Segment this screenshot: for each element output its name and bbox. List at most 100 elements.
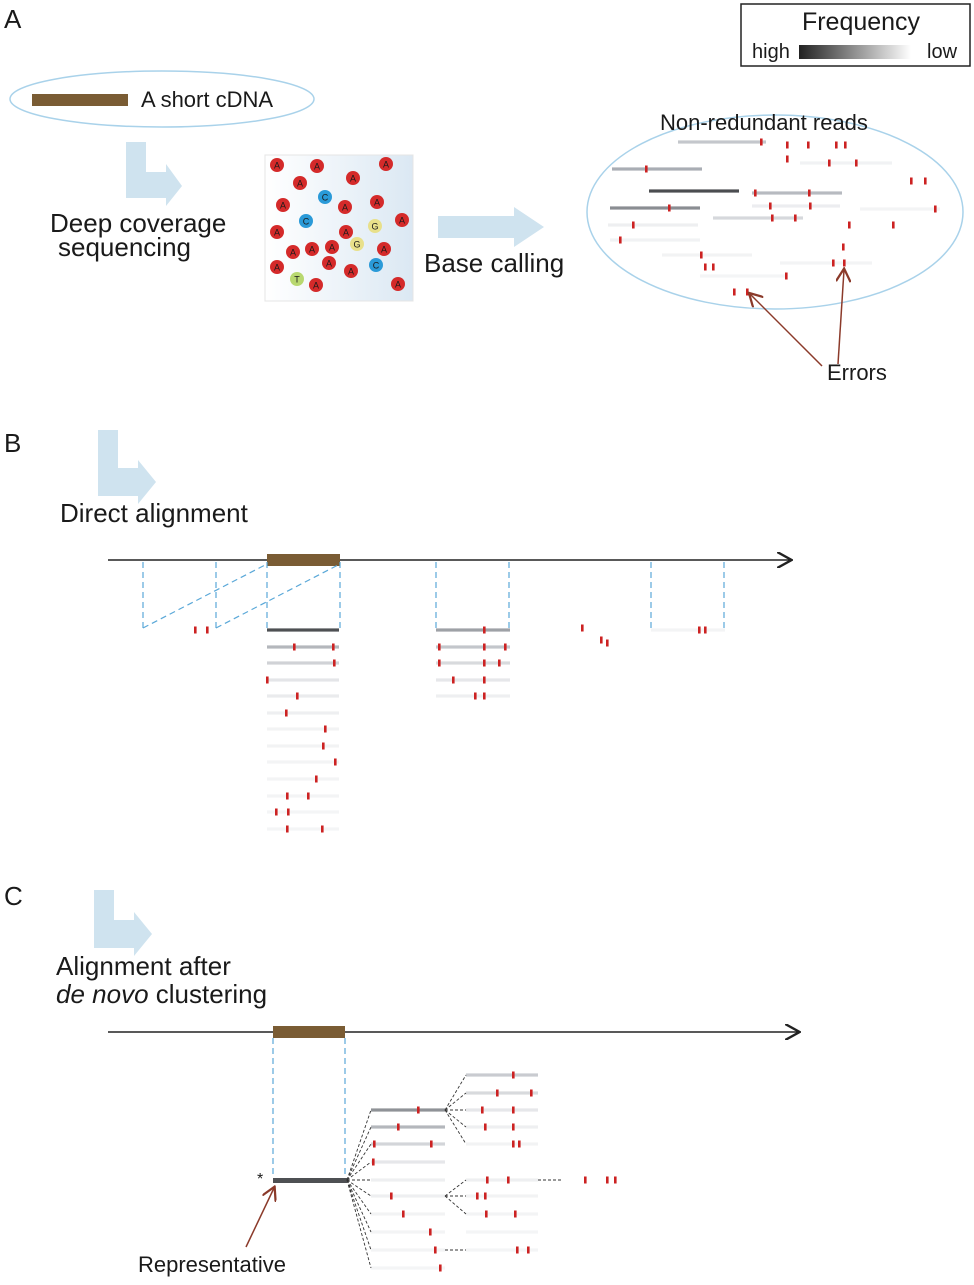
read-bar [371, 1194, 445, 1198]
error-mark [832, 259, 835, 267]
cdna-on-reference-b [267, 554, 340, 566]
error-mark [518, 1140, 521, 1148]
error-mark [321, 825, 324, 833]
error-mark [324, 725, 327, 733]
panel-label-b: B [4, 428, 21, 458]
base-letter: A [399, 216, 405, 226]
legend-gradient [799, 45, 911, 59]
base-circle [368, 219, 382, 233]
error-mark [496, 1089, 499, 1097]
error-mark [614, 1176, 617, 1184]
error-mark [287, 808, 290, 816]
read-bar [267, 777, 339, 781]
base-circle [350, 237, 364, 251]
error-mark [481, 1106, 484, 1114]
base-circle [309, 278, 323, 292]
error-mark [786, 155, 789, 163]
sequencing-box [264, 154, 414, 302]
base-letter: A [381, 245, 387, 255]
base-circle [325, 240, 339, 254]
error-mark [476, 1192, 479, 1200]
read-bar [371, 1266, 445, 1270]
read-bar [608, 223, 698, 227]
error-mark [698, 626, 701, 634]
base-circle [377, 242, 391, 256]
error-mark [483, 676, 486, 684]
error-mark [296, 692, 299, 700]
error-mark [397, 1123, 400, 1131]
error-mark [704, 263, 707, 271]
base-circle [322, 256, 336, 270]
base-circle [339, 225, 353, 239]
base-circle [310, 159, 324, 173]
base-circle [290, 272, 304, 286]
step-base-calling: Base calling [424, 248, 564, 278]
subcluster-link [444, 1179, 467, 1197]
read-bar [662, 253, 752, 257]
read-bar [371, 1125, 445, 1129]
base-letter: A [374, 198, 380, 208]
error-mark [785, 272, 788, 280]
read-bar [267, 760, 339, 764]
error-mark [512, 1123, 515, 1131]
read-bar [752, 191, 842, 195]
read-bar [267, 661, 339, 665]
error-mark [474, 692, 477, 700]
alignment-guides-b [142, 562, 725, 629]
base-circle [395, 213, 409, 227]
base-letter: T [294, 275, 300, 285]
error-mark [733, 288, 736, 296]
read-bar [371, 1160, 445, 1164]
read-bar [610, 206, 700, 210]
error-mark [194, 626, 197, 634]
error-mark [373, 1140, 376, 1148]
base-letter: C [303, 217, 310, 227]
error-mark [504, 643, 507, 651]
error-mark [581, 624, 584, 632]
read-bar [436, 694, 510, 698]
read-bar [713, 216, 803, 220]
base-circle [293, 176, 307, 190]
read-bar [371, 1178, 445, 1182]
base-circle [338, 200, 352, 214]
error-mark [293, 643, 296, 651]
error-mark [332, 643, 335, 651]
error-mark [333, 659, 336, 667]
cluster-link [346, 1179, 372, 1269]
read-bar [780, 261, 872, 265]
legend-title: Frequency [802, 8, 921, 36]
step-deep-coverage: Deep coverage [50, 208, 226, 238]
cdna-label: A short cDNA [141, 87, 273, 112]
base-letter: A [274, 263, 280, 273]
representative-label: Representative [138, 1252, 286, 1277]
read-bar [466, 1091, 538, 1095]
errors-arrow-2 [838, 270, 844, 365]
cluster-link [346, 1143, 372, 1181]
read-bar [466, 1178, 538, 1182]
error-mark [606, 639, 609, 647]
step-arrow-b [98, 430, 156, 504]
base-circle [270, 260, 284, 274]
error-mark [848, 221, 851, 229]
error-mark [835, 141, 838, 149]
base-circle [391, 277, 405, 291]
base-circle [276, 198, 290, 212]
errors-label: Errors [827, 360, 887, 385]
base-letter: G [371, 222, 378, 232]
guide-line [215, 563, 341, 629]
base-letter: A [343, 228, 349, 238]
error-mark [334, 758, 337, 766]
error-mark [315, 775, 318, 783]
panel-b: Direct alignment [60, 430, 790, 833]
read-bar [466, 1248, 538, 1252]
error-mark [807, 141, 810, 149]
error-mark [483, 626, 486, 634]
read-bar [436, 661, 510, 665]
base-circle [346, 171, 360, 185]
base-circle [370, 195, 384, 209]
read-bar [649, 189, 739, 193]
base-letter: A [383, 160, 389, 170]
base-letter: G [353, 240, 360, 250]
